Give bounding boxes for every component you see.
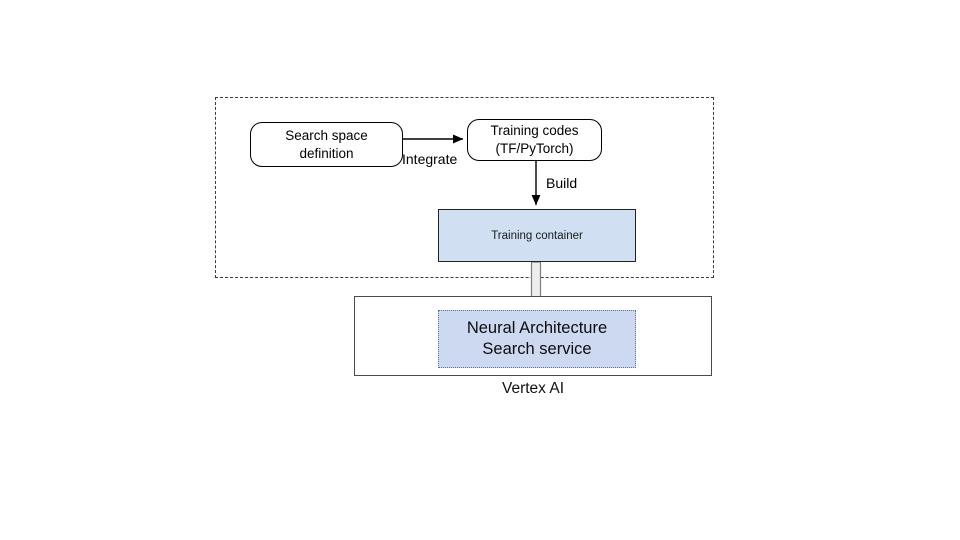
node-neural-architecture-search-service[interactable]: Neural Architecture Search service — [438, 310, 636, 368]
node-training-container-label: Training container — [491, 229, 583, 242]
node-nas-service-label: Neural Architecture Search service — [466, 318, 608, 358]
node-search-space-definition[interactable]: Search space definition — [250, 122, 403, 167]
node-training-codes[interactable]: Training codes (TF/PyTorch) — [467, 119, 602, 161]
node-search-space-definition-label: Search space definition — [285, 127, 368, 161]
node-training-codes-label: Training codes (TF/PyTorch) — [490, 123, 579, 156]
edge-label-integrate: Integrate — [402, 151, 458, 167]
edge-label-build: Build — [546, 175, 578, 191]
caption-vertex-ai: Vertex AI — [501, 380, 565, 397]
dashed-group-region — [215, 97, 714, 278]
node-training-container[interactable]: Training container — [438, 209, 636, 262]
